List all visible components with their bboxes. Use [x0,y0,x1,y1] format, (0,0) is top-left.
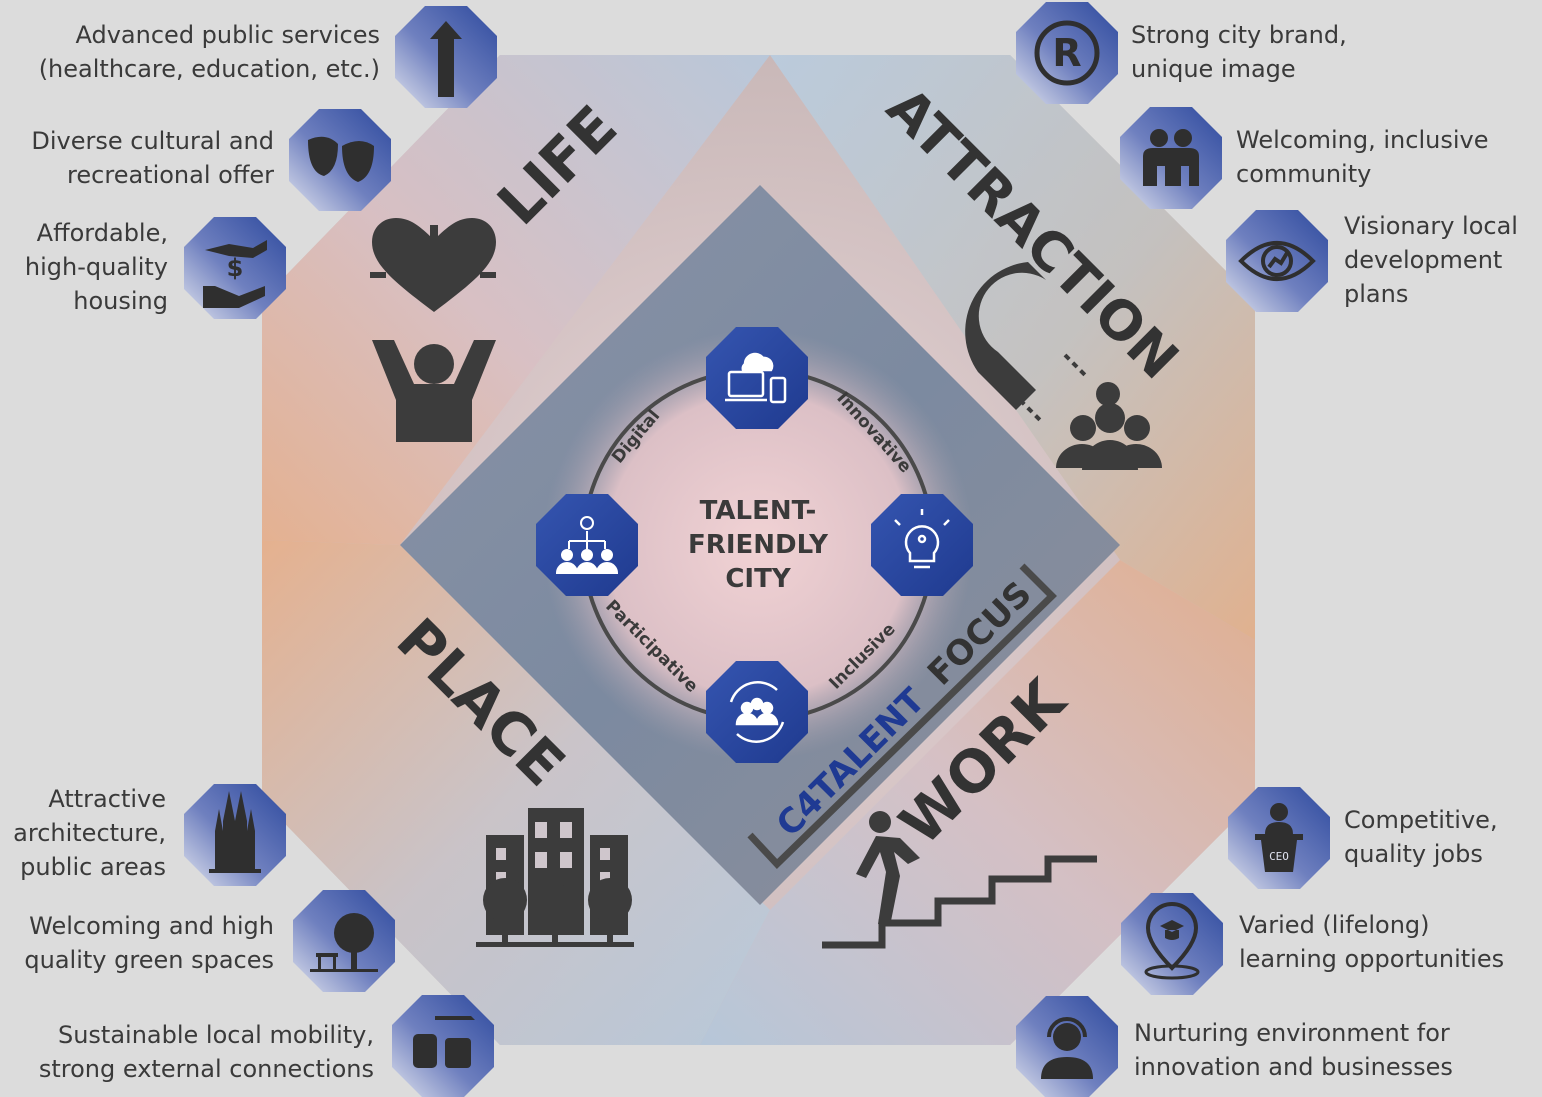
people-embrace-icon [1143,129,1199,186]
factor-culture-line-1: Diverse cultural and [31,127,274,155]
factor-development: Visionary local development plans [1344,209,1518,311]
factor-brand-line-2: unique image [1131,55,1296,83]
factor-community: Welcoming, inclusive community [1236,123,1488,191]
magnet-people-icon [965,262,1162,470]
transport-icon [413,1016,475,1068]
factor-green: Welcoming and high quality green spaces [24,909,274,977]
factor-brand-line-1: Strong city brand, [1131,21,1347,49]
node-mobility [392,995,494,1097]
node-development [1226,210,1328,312]
svg-text:R: R [1052,31,1081,75]
education-location-icon [1144,902,1200,980]
node-community [1120,107,1222,209]
cathedral-icon [209,791,261,873]
band-work [700,560,1255,1045]
node-public-services [395,6,497,108]
node-brand: R [1016,2,1118,104]
node-jobs: CEO [1228,787,1330,889]
factor-architecture-line-3: public areas [20,853,166,881]
factor-community-line-1: Welcoming, inclusive [1236,126,1489,154]
factor-mobility-line-2: strong external connections [38,1055,374,1083]
hierarchy-people-icon [555,516,619,574]
factor-development-line-3: plans [1344,280,1409,308]
center-title-line-3: CITY [725,564,791,594]
center-node-right [871,494,973,596]
svg-text:CEO: CEO [1269,850,1289,863]
factor-culture: Diverse cultural and recreational offer [31,124,274,192]
node-architecture [184,784,286,886]
factor-public-services-line-1: Advanced public services [75,21,381,49]
factor-jobs-line-1: Competitive, [1344,806,1498,834]
registered-icon: R [1034,20,1100,86]
center-glow [543,330,973,760]
city-buildings-trees-icon [476,808,634,947]
factor-architecture-line-1: Attractive [48,785,166,813]
band-attraction [770,55,1255,640]
factor-architecture: Attractive architecture, public areas [13,782,166,884]
hand-money-icon: $ [203,240,267,308]
node-housing: $ [184,217,286,319]
ceo-podium-icon: CEO [1255,803,1303,872]
center-title-line-1: TALENT- [700,496,817,526]
factor-learning: Varied (lifelong) learning opportunities [1239,908,1504,976]
factor-jobs: Competitive, quality jobs [1344,803,1498,871]
factor-housing-line-1: Affordable, [36,219,168,247]
factor-learning-line-1: Varied (lifelong) [1239,911,1430,939]
factor-brand: Strong city brand, unique image [1131,18,1347,86]
lightbulb-circuit-icon [894,509,950,569]
factor-green-line-2: quality green spaces [24,946,274,974]
factor-housing-line-2: high-quality [24,253,168,281]
factor-architecture-line-2: architecture, [13,819,166,847]
walking-stairs-icon [822,811,1097,949]
factor-housing: Affordable, high-quality housing [25,216,168,318]
node-learning [1121,893,1223,995]
factor-innovation-line-2: innovation and businesses [1134,1053,1453,1081]
arrow-up-circuit-icon [430,21,462,97]
factor-housing-line-3: housing [73,287,168,315]
factor-community-line-2: community [1236,160,1372,188]
person-heart-icon [370,218,496,442]
center-node-left [536,494,638,596]
headset-person-icon [1041,1017,1093,1079]
node-innovation [1016,996,1118,1097]
factor-mobility: Sustainable local mobility, strong exter… [39,1018,374,1086]
eye-growth-icon [1238,241,1316,281]
factor-green-line-1: Welcoming and high [29,912,274,940]
center-title-line-2: FRIENDLY [688,530,829,560]
factor-public-services-line-2: (healthcare, education, etc.) [38,55,380,83]
people-cycle-icon [729,681,785,743]
node-green [293,890,395,992]
factor-innovation: Nurturing environment for innovation and… [1134,1016,1453,1084]
factor-learning-line-2: learning opportunities [1239,945,1505,973]
factor-public-services: Advanced public services (healthcare, ed… [39,18,380,86]
factor-mobility-line-1: Sustainable local mobility, [57,1021,374,1049]
factor-innovation-line-1: Nurturing environment for [1134,1019,1450,1047]
factor-development-line-1: Visionary local [1344,212,1518,240]
cloud-devices-icon [725,352,787,404]
factor-culture-line-2: recreational offer [67,161,274,189]
center-node-bottom [706,661,808,763]
factor-development-line-2: development [1344,246,1503,274]
theater-masks-icon [308,136,374,182]
factor-jobs-line-2: quality jobs [1344,840,1483,868]
park-tree-bench-icon [310,913,378,972]
node-culture [289,109,391,211]
center-node-top [706,327,808,429]
svg-text:$: $ [227,254,244,282]
